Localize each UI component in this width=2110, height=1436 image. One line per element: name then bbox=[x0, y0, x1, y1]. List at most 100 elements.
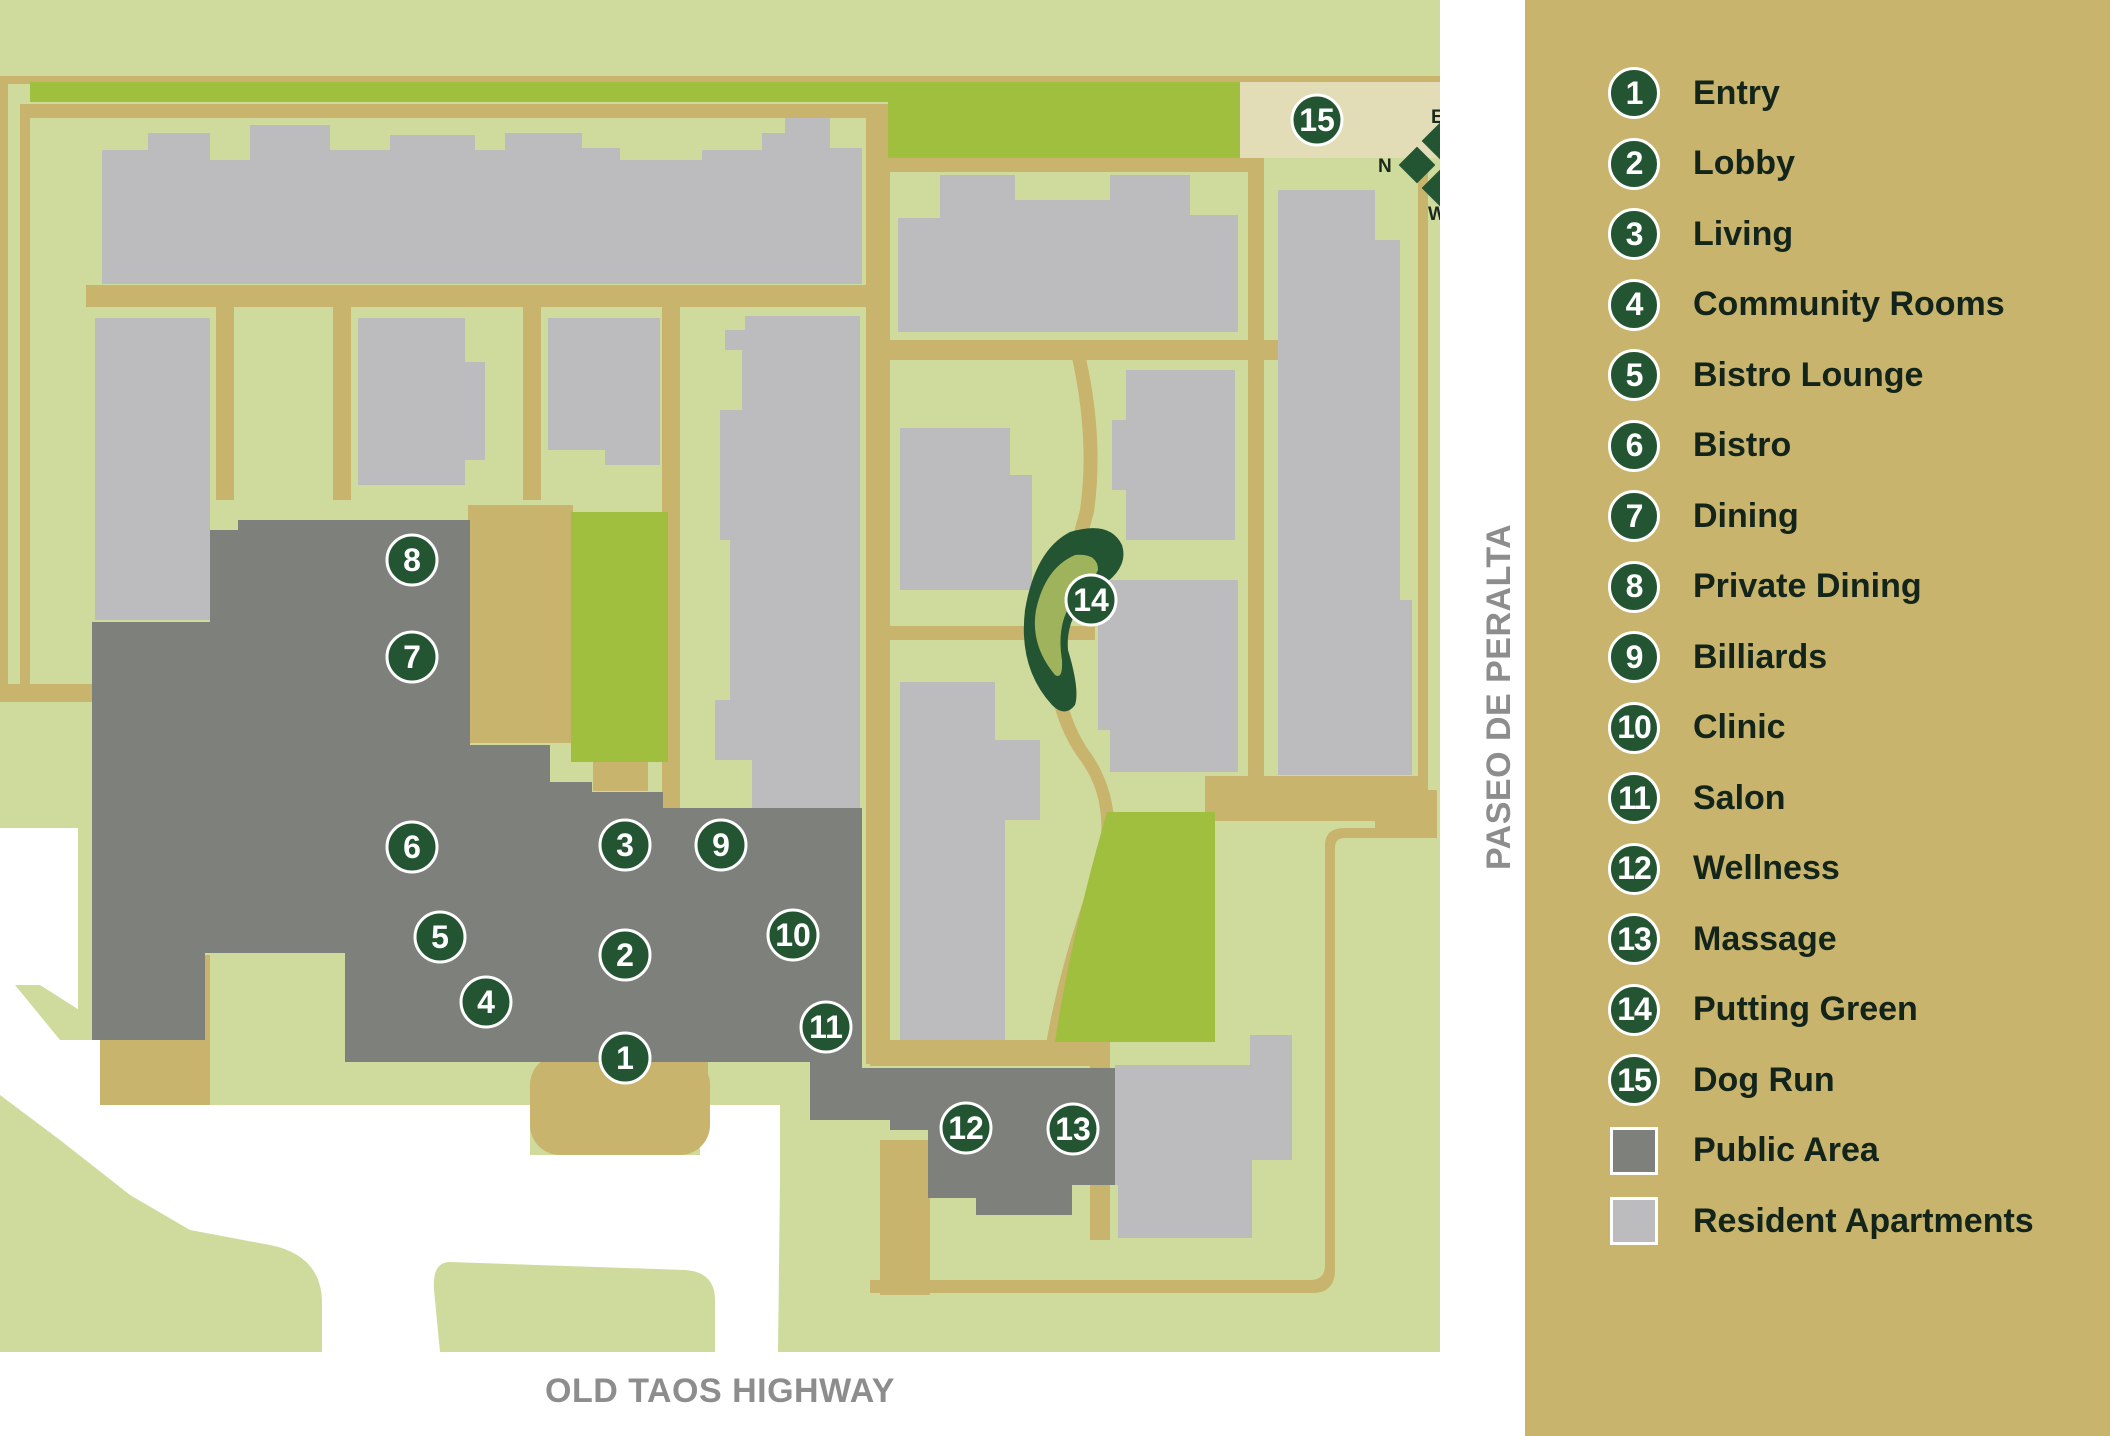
map-pin-13: 13 bbox=[1046, 1102, 1100, 1156]
map-pin-number: 3 bbox=[616, 827, 634, 863]
public-area bbox=[92, 520, 1115, 1215]
legend-item-13: 13 Massage bbox=[1608, 909, 1837, 969]
map-pin-number: 2 bbox=[616, 937, 634, 973]
lawn-island-center bbox=[433, 1262, 715, 1352]
map-pin-number: 7 bbox=[403, 639, 421, 675]
legend-label: Private Dining bbox=[1693, 567, 1922, 605]
legend-label: Public Area bbox=[1693, 1131, 1879, 1169]
map-pin-10: 10 bbox=[766, 908, 820, 962]
legend-item-6: 6 Bistro bbox=[1608, 416, 1791, 476]
legend-label: Resident Apartments bbox=[1693, 1201, 2034, 1240]
legend-number-badge: 14 bbox=[1608, 983, 1660, 1036]
compass: E N S W bbox=[1378, 107, 1440, 225]
legend-number-badge: 11 bbox=[1608, 772, 1660, 824]
legend-label: Living bbox=[1693, 214, 1794, 253]
legend-number-badge: 8 bbox=[1608, 560, 1660, 613]
map-pin-11: 11 bbox=[799, 1000, 853, 1054]
lawn-island-west bbox=[0, 1095, 322, 1352]
lawn-wedge-west bbox=[15, 985, 95, 1040]
legend-label: Dining bbox=[1693, 496, 1799, 535]
legend-item-4: 4 Community Rooms bbox=[1608, 275, 2005, 335]
map-pin-15: 15 bbox=[1290, 93, 1344, 147]
map-pin-number: 4 bbox=[477, 984, 495, 1020]
legend-number-badge: 15 bbox=[1608, 1054, 1660, 1106]
legend-swatch-item: Public Area bbox=[1608, 1121, 1879, 1181]
legend-number-badge: 6 bbox=[1608, 419, 1660, 472]
legend-label: Entry bbox=[1693, 73, 1780, 112]
legend-swatch bbox=[1610, 1126, 1658, 1175]
road-label-old-taos-highway: OLD TAOS HIGHWAY bbox=[545, 1372, 895, 1410]
compass-n: N bbox=[1378, 156, 1392, 177]
map-pin-number: 6 bbox=[403, 829, 421, 865]
legend-item-10: 10 Clinic bbox=[1608, 698, 1786, 758]
resident-apartments bbox=[95, 118, 1412, 1238]
map-pin-number: 12 bbox=[948, 1110, 984, 1146]
legend-item-8: 8 Private Dining bbox=[1608, 557, 1922, 617]
map-pin-6: 6 bbox=[385, 820, 439, 874]
map-pin-number: 10 bbox=[775, 917, 811, 953]
map-pin-2: 2 bbox=[598, 928, 652, 982]
legend-number-badge: 13 bbox=[1608, 913, 1660, 965]
legend-label: Community Rooms bbox=[1693, 285, 2005, 323]
legend-item-12: 12 Wellness bbox=[1608, 839, 1840, 899]
legend-number-badge: 12 bbox=[1608, 842, 1660, 895]
legend-number-badge: 3 bbox=[1608, 208, 1660, 260]
legend-label: Lobby bbox=[1693, 144, 1795, 182]
map-pin-5: 5 bbox=[413, 910, 467, 964]
map-pin-8: 8 bbox=[385, 533, 439, 587]
legend-label: Bistro Lounge bbox=[1693, 355, 1924, 394]
map-pin-14: 14 bbox=[1064, 573, 1118, 627]
map-pin-1: 1 bbox=[598, 1031, 652, 1085]
legend-item-9: 9 Billiards bbox=[1608, 627, 1827, 687]
map-pin-number: 5 bbox=[431, 919, 449, 955]
map-pin-number: 14 bbox=[1073, 582, 1109, 618]
map-pin-12: 12 bbox=[939, 1101, 993, 1155]
legend-label: Wellness bbox=[1693, 849, 1840, 887]
legend-item-11: 11 Salon bbox=[1608, 768, 1786, 828]
legend-item-7: 7 Dining bbox=[1608, 486, 1799, 546]
map-pin-7: 7 bbox=[385, 630, 439, 684]
legend-label: Clinic bbox=[1693, 708, 1786, 746]
legend-label: Billiards bbox=[1693, 637, 1828, 676]
legend-item-15: 15 Dog Run bbox=[1608, 1050, 1835, 1110]
legend-number-badge: 10 bbox=[1608, 701, 1660, 754]
road-south-strip bbox=[0, 1352, 1440, 1436]
green-court-east bbox=[1107, 812, 1215, 1042]
road-label-paseo-de-peralta: PASEO DE PERALTA bbox=[1480, 523, 1518, 870]
legend-label: Massage bbox=[1693, 919, 1837, 958]
map-pin-4: 4 bbox=[459, 975, 513, 1029]
legend-label: Putting Green bbox=[1693, 990, 1918, 1028]
green-court-east-curve bbox=[1055, 812, 1107, 1042]
green-court-center bbox=[571, 512, 668, 762]
map-pin-9: 9 bbox=[694, 818, 748, 872]
legend-item-3: 3 Living bbox=[1608, 204, 1793, 264]
green-strip-north-2 bbox=[888, 82, 1240, 158]
map-pin-number: 8 bbox=[403, 542, 421, 578]
legend-swatch-item: Resident Apartments bbox=[1608, 1191, 2034, 1251]
legend-number-badge: 7 bbox=[1608, 490, 1660, 542]
parking-lot bbox=[0, 828, 780, 1352]
legend-number-badge: 9 bbox=[1608, 631, 1660, 683]
legend-number-badge: 4 bbox=[1608, 278, 1660, 331]
legend-label: Dog Run bbox=[1693, 1060, 1835, 1099]
legend-label: Bistro bbox=[1693, 426, 1792, 464]
legend-label: Salon bbox=[1693, 778, 1786, 817]
map-pin-number: 1 bbox=[616, 1040, 634, 1076]
map-pin-number: 11 bbox=[809, 1009, 843, 1045]
map-pin-3: 3 bbox=[598, 818, 652, 872]
legend-number-badge: 1 bbox=[1608, 67, 1660, 119]
legend-item-1: 1 Entry bbox=[1608, 63, 1780, 123]
legend-swatch bbox=[1610, 1197, 1658, 1245]
compass-w: W bbox=[1428, 204, 1440, 225]
map-pin-number: 15 bbox=[1299, 102, 1335, 138]
compass-e: E bbox=[1431, 107, 1440, 128]
map-pin-number: 13 bbox=[1055, 1111, 1091, 1147]
map-pin-number: 9 bbox=[712, 827, 730, 863]
paths bbox=[0, 76, 1440, 1295]
legend-item-14: 14 Putting Green bbox=[1608, 980, 1918, 1040]
